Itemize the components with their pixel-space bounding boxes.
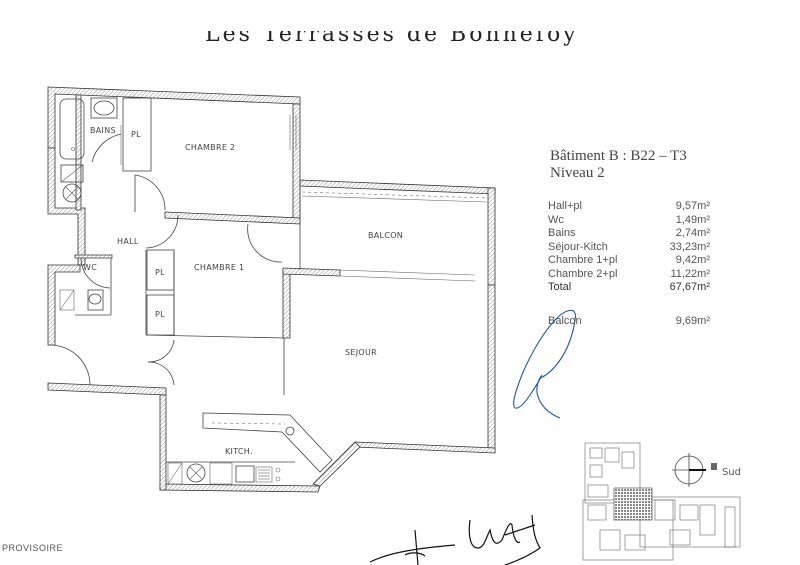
ink-annotation <box>513 309 576 419</box>
area-value: 2,74m² <box>675 227 710 239</box>
area-row: Bains 2,74m² <box>548 227 710 241</box>
compass-label: Sud <box>722 467 741 478</box>
label-kitchen: KITCH. <box>225 447 253 456</box>
label-sejour: SEJOUR <box>345 348 377 357</box>
label-wc: WC <box>83 263 97 272</box>
bedroom1-walls <box>145 214 286 386</box>
label-pl2: PL <box>155 310 165 319</box>
label-pl1: PL <box>155 268 165 277</box>
area-label: Wc <box>548 213 564 226</box>
label-chambre1: CHAMBRE 1 <box>194 263 244 272</box>
area-row: Wc 1,49m² <box>548 214 710 228</box>
area-value: 33,23m² <box>669 240 710 253</box>
label-chambre2: CHAMBRE 2 <box>185 143 235 152</box>
area-total-row: Total 67,67m² <box>548 281 710 295</box>
area-label: Bains <box>548 227 576 239</box>
signature-1 <box>369 529 456 565</box>
area-label: Chambre 1+pl <box>548 254 618 266</box>
bathtub <box>59 98 85 160</box>
kitchen-counter <box>166 412 333 485</box>
document-title: Les Terrasses de Bonnefoy <box>205 22 579 47</box>
balcony-value: 9,69m² <box>675 315 710 327</box>
bedroom2-door <box>134 174 166 211</box>
total-value: 67,67m² <box>669 281 710 293</box>
area-value: 11,22m² <box>670 267 710 280</box>
total-label: Total <box>548 281 572 293</box>
label-hall: HALL <box>117 237 139 246</box>
area-label: Hall+pl <box>548 200 582 212</box>
area-row: Chambre 2+pl 11,22m² <box>548 268 710 282</box>
sink <box>90 97 118 119</box>
balcony-area-row: Balcon 9,69m² <box>548 315 710 327</box>
level-line: Niveau 2 <box>550 165 605 181</box>
unit-info: Bâtiment B : B22 – T3 Niveau 2 <box>550 148 687 182</box>
balcony-area <box>299 186 488 282</box>
bathroom-door <box>91 133 122 163</box>
area-value: 9,42m² <box>675 254 710 266</box>
signature-2 <box>468 514 541 565</box>
area-row: Hall+pl 9,57m² <box>548 200 710 214</box>
area-row: Chambre 1+pl 9,42m² <box>548 254 710 268</box>
label-balcon: BALCON <box>368 231 403 240</box>
area-value: 9,57m² <box>675 200 710 212</box>
label-bains: BAINS <box>90 126 116 135</box>
building-line: Bâtiment B : B22 – T3 <box>550 148 687 164</box>
wc-room <box>59 254 113 316</box>
area-value: 1,49m² <box>675 213 710 226</box>
closet-bath <box>122 97 152 172</box>
balcony-label: Balcon <box>548 315 582 327</box>
site-plan-thumbnail <box>582 442 741 561</box>
area-label: Chambre 2+pl <box>548 267 618 280</box>
label-pl-bains: PL <box>131 130 141 139</box>
boiler <box>60 164 84 203</box>
area-row: Séjour-Kitch 33,23m² <box>548 241 710 255</box>
area-table: Hall+pl 9,57m² Wc 1,49m² Bains 2,74m² Séjou… <box>548 200 710 295</box>
entry-door <box>49 344 91 386</box>
provisional-stamp: PROVISOIRE <box>2 543 64 553</box>
compass-icon <box>672 453 717 487</box>
area-label: Séjour-Kitch <box>548 240 608 253</box>
